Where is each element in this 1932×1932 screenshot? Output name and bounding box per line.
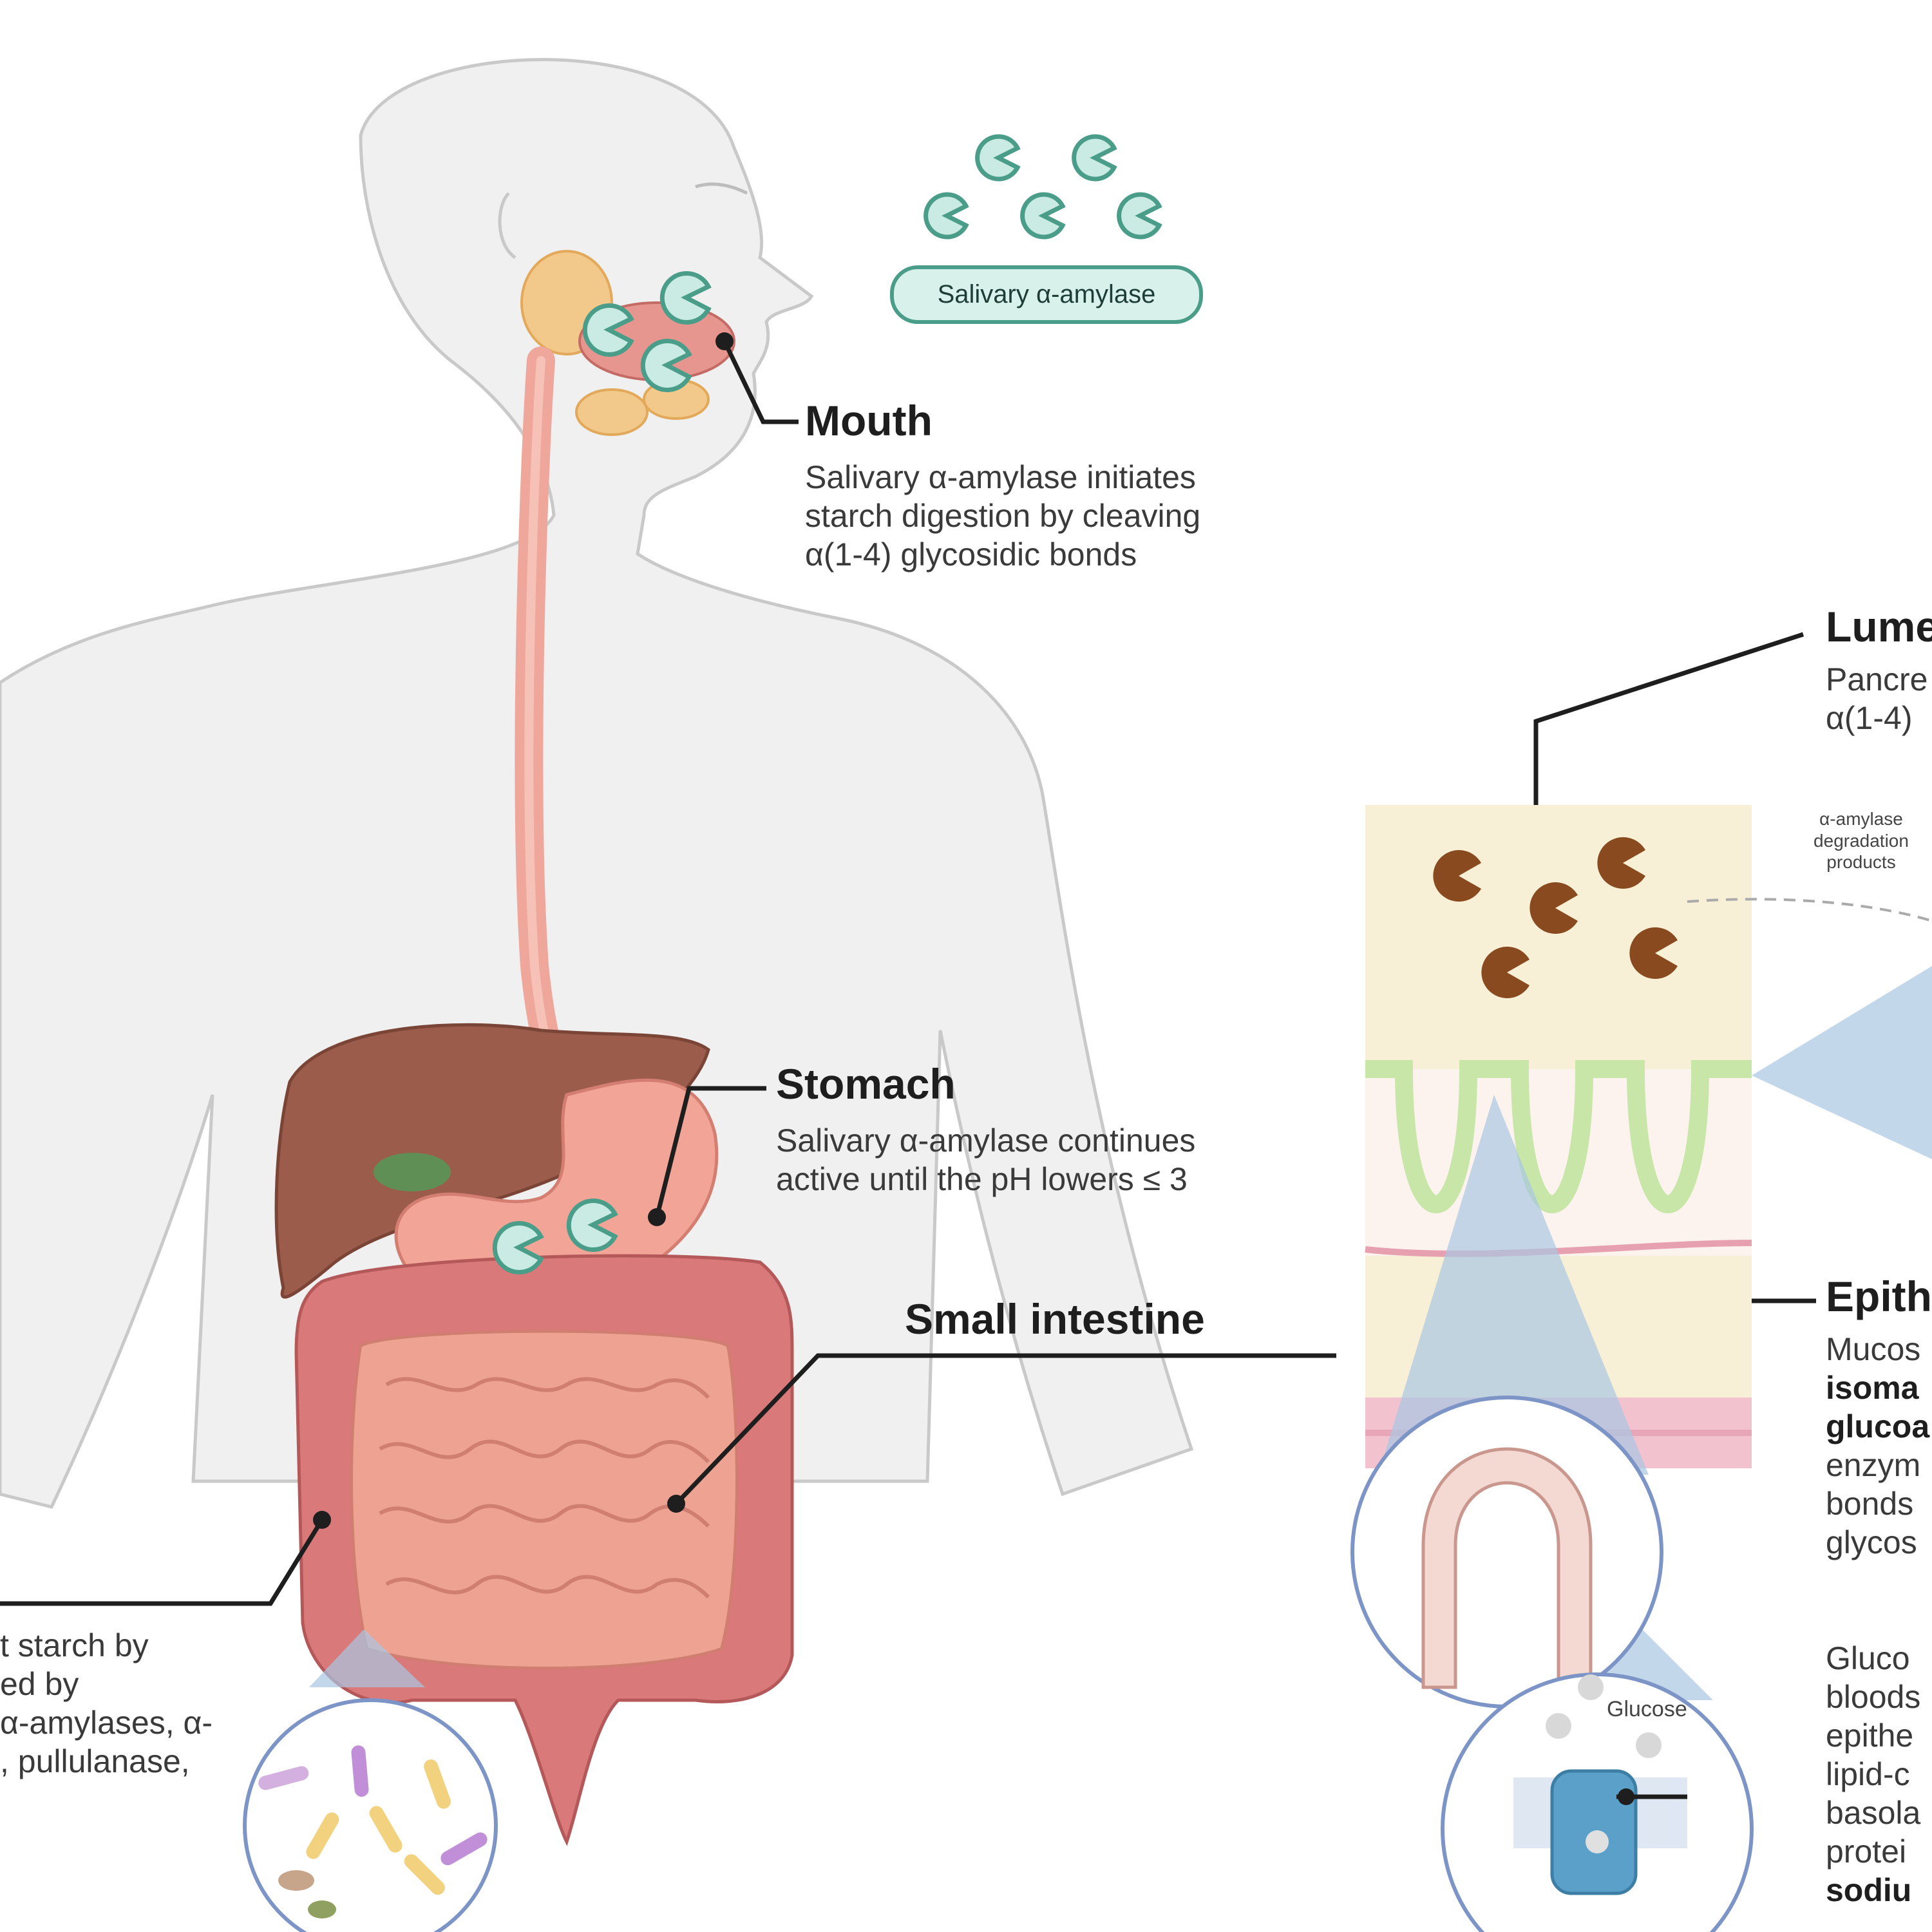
large-intestine-line: , pullulanase, — [0, 1743, 190, 1779]
stomach-line: Salivary α-amylase continues — [776, 1122, 1196, 1159]
lumen-callout: Lume Pancre α(1-4) — [1826, 602, 1932, 737]
mouth-line: α(1-4) glycosidic bonds — [805, 536, 1137, 573]
large-intestine-line: α-amylases, α- — [0, 1705, 213, 1741]
villus-zoom-circle — [1350, 1396, 1663, 1709]
epithelium-callout: Epith Mucos isoma glucoa enzym bonds gly… — [1826, 1272, 1932, 1562]
stomach-description: Salivary α-amylase continues active unti… — [776, 1121, 1291, 1198]
eye-shape — [695, 182, 748, 195]
mouth-title: Mouth — [805, 397, 933, 444]
degradation-line: α-amylase — [1819, 809, 1903, 829]
absorption-line: basola — [1826, 1795, 1921, 1831]
epithelium-line: glucoa — [1826, 1408, 1930, 1444]
stomach-line: active until the pH lowers ≤ 3 — [776, 1161, 1188, 1197]
large-intestine-line: ed by — [0, 1666, 79, 1702]
epithelium-title: Epith — [1826, 1273, 1932, 1320]
stomach-callout: Stomach Salivary α-amylase continues act… — [776, 1059, 1291, 1198]
lumen-line: Pancre — [1826, 661, 1928, 697]
absorption-line: epithe — [1826, 1718, 1914, 1754]
salivary-amylase-badge-label: Salivary α-amylase — [892, 280, 1201, 309]
degradation-products-label: α-amylase degradation products — [1797, 808, 1926, 873]
epithelium-line: Mucos — [1826, 1331, 1921, 1367]
degradation-line: products — [1826, 852, 1896, 873]
badge-text: Salivary α-amylase — [937, 280, 1156, 308]
stomach-title: Stomach — [776, 1060, 956, 1108]
ear-shape — [498, 192, 516, 260]
large-intestine-line: t starch by — [0, 1627, 149, 1663]
small-intestine-title: Small intestine — [905, 1295, 1205, 1343]
pacman-enzyme-icon — [1433, 837, 1678, 998]
absorption-line: protei — [1826, 1833, 1907, 1870]
lumen-title: Lume — [1826, 603, 1932, 650]
absorption-line: lipid-c — [1826, 1756, 1910, 1792]
small-intestine — [350, 1330, 738, 1669]
pacman-enzyme-icon — [492, 134, 1162, 1274]
mouth-callout: Mouth Salivary α-amylase initiates starc… — [805, 396, 1307, 574]
bacteria-icon — [243, 1698, 498, 1932]
epithelium-line: isoma — [1826, 1370, 1919, 1406]
large-intestine-description: t starch by ed by α-amylases, α- , pullu… — [0, 1626, 258, 1781]
mouth-description: Salivary α-amylase initiates starch dige… — [805, 458, 1307, 574]
gallbladder — [374, 1153, 451, 1191]
salivary-amylase-badge — [890, 265, 1203, 324]
degradation-line: degradation — [1814, 830, 1909, 851]
absorption-line: bloods — [1826, 1679, 1921, 1715]
mouth-line: Salivary α-amylase initiates — [805, 459, 1196, 495]
epithelium-description: Mucos isoma glucoa enzym bonds glycos — [1826, 1330, 1932, 1562]
absorption-line: Gluco — [1826, 1640, 1910, 1676]
lumen-line: α(1-4) — [1826, 700, 1913, 736]
glucose-transporter-icon — [1441, 1672, 1754, 1932]
absorption-line: sodiu — [1826, 1872, 1912, 1908]
epithelium-line: glycos — [1826, 1524, 1917, 1560]
lumen-description: Pancre α(1-4) — [1826, 660, 1932, 737]
glucose-label: Glucose — [1607, 1697, 1687, 1721]
intestine-folds — [379, 1377, 710, 1599]
epithelium-line: enzym — [1826, 1447, 1921, 1483]
dashed-connector — [1687, 898, 1932, 922]
epithelium-line: bonds — [1826, 1486, 1914, 1522]
mouth-line: starch digestion by cleaving — [805, 498, 1201, 534]
absorption-description: Gluco bloods epithe lipid-c basola prote… — [1826, 1639, 1932, 1909]
